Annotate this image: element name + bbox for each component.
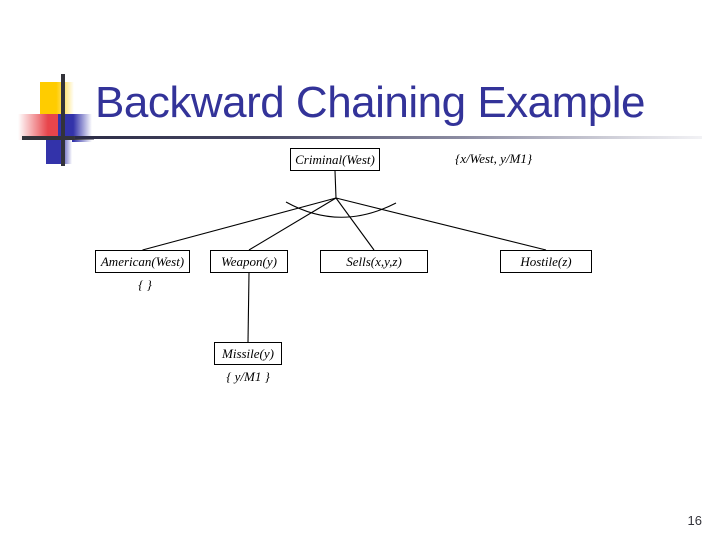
node-missile[interactable]: Missile(y) bbox=[214, 342, 282, 365]
connector-to-weapon bbox=[248, 197, 337, 251]
connector-to-sells bbox=[335, 197, 375, 251]
node-hostile[interactable]: Hostile(z) bbox=[500, 250, 592, 273]
node-label: Missile(y) bbox=[222, 345, 274, 361]
node-label: Criminal(West) bbox=[295, 151, 375, 167]
decorative-logo bbox=[18, 74, 94, 166]
substitution-label-american: { } bbox=[138, 277, 152, 292]
node-label: American(West) bbox=[100, 253, 185, 269]
node-label: Sells(x,y,z) bbox=[346, 253, 402, 269]
node-american[interactable]: American(West) bbox=[95, 250, 190, 273]
node-label: Hostile(z) bbox=[520, 253, 572, 269]
logo-horizontal-bar bbox=[22, 136, 94, 140]
connector-to-hostile bbox=[335, 197, 547, 251]
title-divider-rule bbox=[75, 136, 702, 139]
logo-red-rectangle bbox=[18, 114, 64, 140]
slide-title: Backward Chaining Example bbox=[95, 78, 646, 127]
node-weapon[interactable]: Weapon(y) bbox=[210, 250, 288, 273]
and-connector-arc bbox=[285, 201, 397, 218]
node-label: Weapon(y) bbox=[221, 253, 277, 269]
root-substitution-annotation: {x/West, y/M1} bbox=[455, 151, 533, 166]
connector-weapon-to-missile bbox=[247, 272, 250, 343]
logo-vertical-bar bbox=[61, 74, 65, 166]
logo-blue-square-lower bbox=[46, 140, 72, 164]
node-sells[interactable]: Sells(x,y,z) bbox=[320, 250, 428, 273]
node-criminal[interactable]: Criminal(West) bbox=[290, 148, 380, 171]
logo-yellow-square bbox=[40, 82, 74, 114]
connector-to-american bbox=[142, 197, 337, 251]
substitution-label-missile: { y/M1 } bbox=[226, 369, 270, 384]
connector-root-stem bbox=[334, 170, 337, 199]
page-number: 16 bbox=[687, 513, 702, 528]
